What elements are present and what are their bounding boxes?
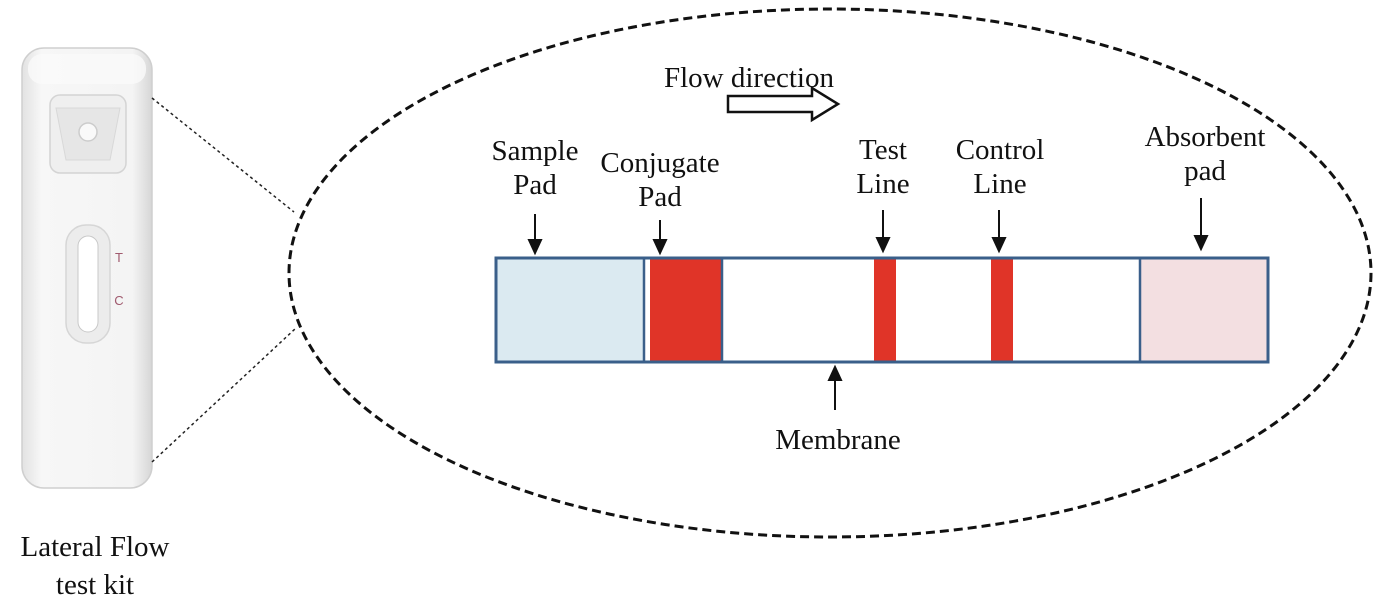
test-kit-cassette: T C xyxy=(21,47,153,489)
kit-caption: Lateral Flow test kit xyxy=(20,531,170,601)
magnified-ellipse xyxy=(287,7,1373,539)
arrow-control-line xyxy=(991,210,1007,254)
sample-pad xyxy=(496,258,644,362)
absorbent-pad xyxy=(1140,258,1268,362)
arrow-absorbent-pad xyxy=(1193,198,1209,252)
conjugate-pad xyxy=(650,258,722,362)
arrow-membrane xyxy=(827,364,843,410)
arrow-sample-pad xyxy=(527,214,543,256)
control-mark: C xyxy=(114,293,123,308)
test-strip xyxy=(494,256,1270,364)
test-line xyxy=(874,258,896,362)
strip-border xyxy=(494,256,1270,364)
test-mark: T xyxy=(115,250,123,265)
control-line xyxy=(991,258,1013,362)
result-window xyxy=(65,224,111,344)
sample-well xyxy=(49,94,127,174)
flow-arrow-icon xyxy=(726,85,841,123)
membrane-label: Membrane xyxy=(775,424,901,456)
arrow-test-line xyxy=(875,210,891,254)
flow-direction-label: Flow direction xyxy=(664,62,834,94)
arrow-conjugate-pad xyxy=(652,220,668,256)
zoom-guide-top xyxy=(151,97,295,213)
zoom-guide-bottom xyxy=(151,327,297,463)
